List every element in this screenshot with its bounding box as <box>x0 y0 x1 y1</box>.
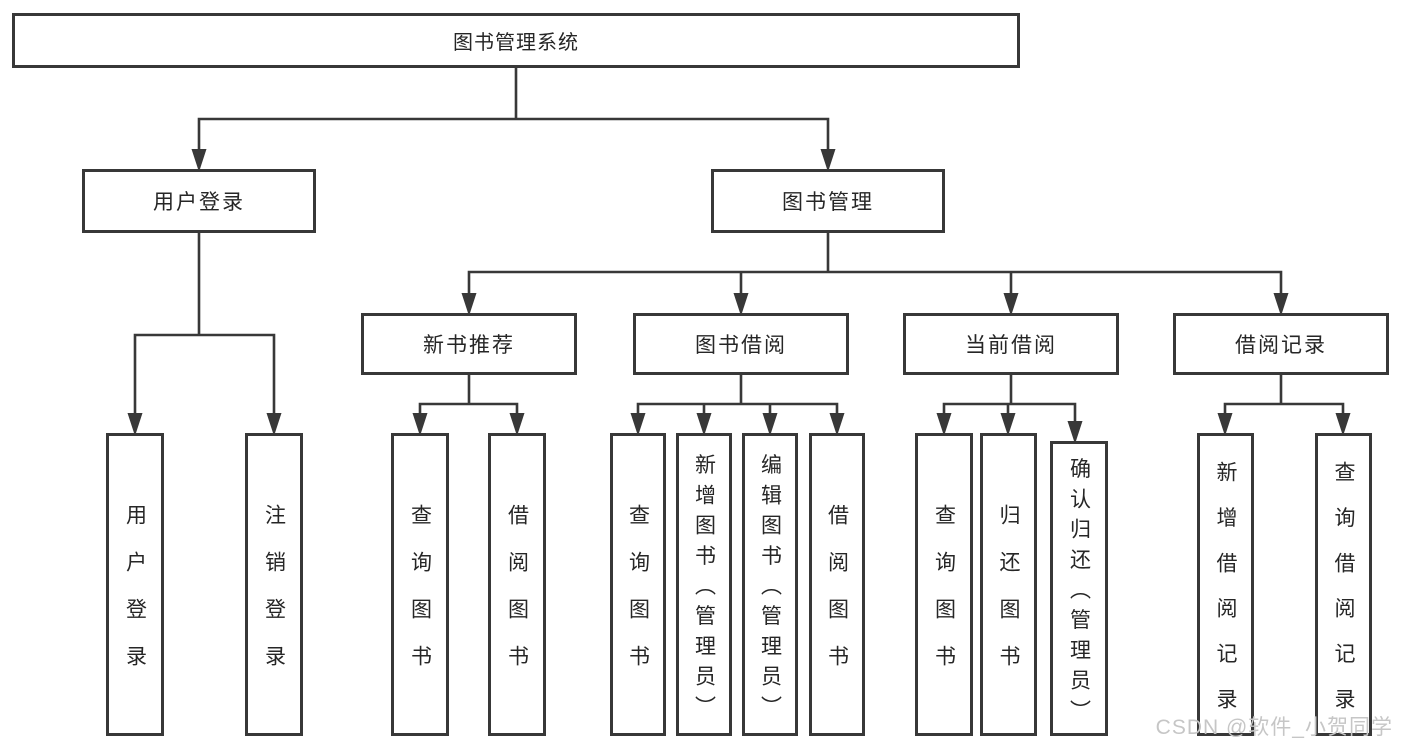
node-label: 新增借阅记录 <box>1214 460 1237 733</box>
node-label: 当前借阅 <box>965 334 1057 357</box>
node-label: 查询图书 <box>932 503 956 692</box>
node-label: 归还图书 <box>997 503 1020 692</box>
node-leaf-query-books-current: 查询图书 <box>915 433 973 736</box>
node-label: 图书管理系统 <box>453 32 579 54</box>
node-new-book-recommendation: 新书推荐 <box>361 313 577 375</box>
node-leaf-add-borrow-record: 新增借阅记录 <box>1197 433 1254 736</box>
node-leaf-add-books-admin: 新增图书（管理员） <box>676 433 732 736</box>
node-label: 新增图书（管理员） <box>692 453 716 726</box>
node-label: 查询图书 <box>626 503 650 692</box>
node-leaf-confirm-return-admin: 确认归还（管理员） <box>1050 441 1108 736</box>
node-leaf-edit-books-admin: 编辑图书（管理员） <box>742 433 798 736</box>
node-label: 用户登录 <box>153 191 245 214</box>
node-label: 注销登录 <box>262 503 286 692</box>
node-label: 借阅图书 <box>825 503 849 692</box>
node-leaf-user-login: 用户登录 <box>106 433 164 736</box>
node-book-borrowing: 图书借阅 <box>633 313 849 375</box>
node-borrowing-records: 借阅记录 <box>1173 313 1389 375</box>
node-label: 查询图书 <box>408 503 432 692</box>
node-leaf-query-books-borrowing: 查询图书 <box>610 433 666 736</box>
node-label: 用户登录 <box>123 503 147 692</box>
node-current-borrowing: 当前借阅 <box>903 313 1119 375</box>
node-label: 借阅记录 <box>1235 334 1327 357</box>
node-label: 新书推荐 <box>423 334 515 357</box>
node-leaf-query-borrow-record: 查询借阅记录 <box>1315 433 1372 736</box>
node-leaf-borrow-books-borrowing: 借阅图书 <box>809 433 865 736</box>
node-book-management: 图书管理 <box>711 169 945 233</box>
node-leaf-logout: 注销登录 <box>245 433 303 736</box>
node-leaf-return-books: 归还图书 <box>980 433 1037 736</box>
node-label: 查询借阅记录 <box>1332 460 1355 733</box>
node-leaf-borrow-books-recommend: 借阅图书 <box>488 433 546 736</box>
node-leaf-query-books-recommend: 查询图书 <box>391 433 449 736</box>
node-library-management-system: 图书管理系统 <box>12 13 1020 68</box>
node-user-login: 用户登录 <box>82 169 316 233</box>
node-label: 借阅图书 <box>505 503 529 692</box>
node-label: 图书管理 <box>782 191 874 214</box>
node-label: 图书借阅 <box>695 334 787 357</box>
node-label: 编辑图书（管理员） <box>758 453 782 726</box>
node-label: 确认归还（管理员） <box>1067 457 1091 730</box>
